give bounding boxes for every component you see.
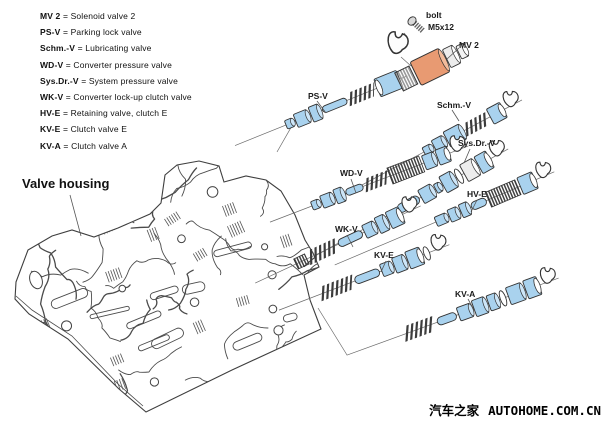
label-leader-lines [69,47,478,311]
label-psv: PS-V [308,91,328,101]
label-mv2: MV 2 [459,40,479,50]
legend-item: Schm.-V = Lubricating valve [40,43,192,53]
watermark: 汽车之家 AUTOHOME.COM.CN [429,400,601,419]
legend-sep: = [60,27,71,38]
mv2-solenoid [394,43,470,92]
legend-sep: = [63,59,74,70]
label-wk: WK-V [335,224,358,234]
watermark-site: AUTOHOME.COM.CN [488,403,601,418]
legend-desc: Parking lock valve [70,27,142,38]
schm-assembly [421,90,519,156]
kva-assembly [405,267,556,342]
label-bolt-size: M5x12 [428,22,454,32]
legend-item: WD-V = Converter pressure valve [40,60,192,70]
legend-desc: Clutch valve A [71,140,128,151]
legend-desc: Clutch valve E [70,124,128,135]
legend-desc: System pressure valve [88,75,178,86]
legend-sep: = [78,75,89,86]
legend-sep: = [75,43,86,54]
legend-sep: = [60,108,71,119]
legend-sep: = [60,124,71,135]
legend-abbr: WD-V [40,59,64,70]
legend-sep: = [60,140,72,151]
legend-item: PS-V = Parking lock valve [40,27,192,37]
legend-abbr: Sys.Dr.-V [40,75,79,86]
legend: MV 2 = Solenoid valve 2 PS-V = Parking l… [40,11,192,157]
sys-assembly [396,140,505,213]
label-wd: WD-V [340,168,363,178]
bolt-part [407,16,426,34]
legend-item: MV 2 = Solenoid valve 2 [40,11,192,21]
legend-abbr: Schm.-V [40,43,76,54]
legend-desc: Retaining valve, clutch E [70,108,168,119]
watermark-cn: 汽车之家 [429,403,480,418]
legend-abbr: HV-E [40,108,61,119]
label-kve: KV-E [374,250,394,260]
label-sys: Sys.Dr.-V [458,138,496,148]
legend-abbr: PS-V [40,27,61,38]
label-kva: KV-A [455,289,476,299]
label-schm: Schm.-V [437,100,472,110]
wd-assembly [310,135,466,211]
legend-desc: Lubricating valve [85,43,152,54]
legend-abbr: KV-E [40,124,61,135]
label-bolt: bolt [426,10,442,20]
label-hve: HV-E [467,189,487,199]
legend-abbr: MV 2 [40,11,61,21]
valve-housing-drawing [14,160,322,413]
legend-sep: = [60,11,71,21]
hve-assembly [434,161,552,227]
kve-assembly [321,234,447,302]
legend-item: Sys.Dr.-V = System pressure valve [40,76,192,86]
legend-item: WK-V = Converter lock-up clutch valve [40,92,192,102]
legend-desc: Solenoid valve 2 [70,11,136,21]
legend-abbr: KV-A [40,140,61,151]
legend-abbr: WK-V [40,91,64,102]
legend-item: KV-A = Clutch valve A [40,141,192,151]
valve-housing-label: Valve housing [22,176,110,191]
legend-item: HV-E = Retaining valve, clutch E [40,108,192,118]
legend-item: KV-E = Clutch valve E [40,124,192,134]
legend-sep: = [63,91,74,102]
valve-assemblies [284,16,556,342]
legend-desc: Converter lock-up clutch valve [73,91,192,102]
legend-desc: Converter pressure valve [73,59,172,70]
mv2-clip-part [387,31,409,55]
psv-assembly [284,70,404,130]
wk-assembly [293,196,418,270]
